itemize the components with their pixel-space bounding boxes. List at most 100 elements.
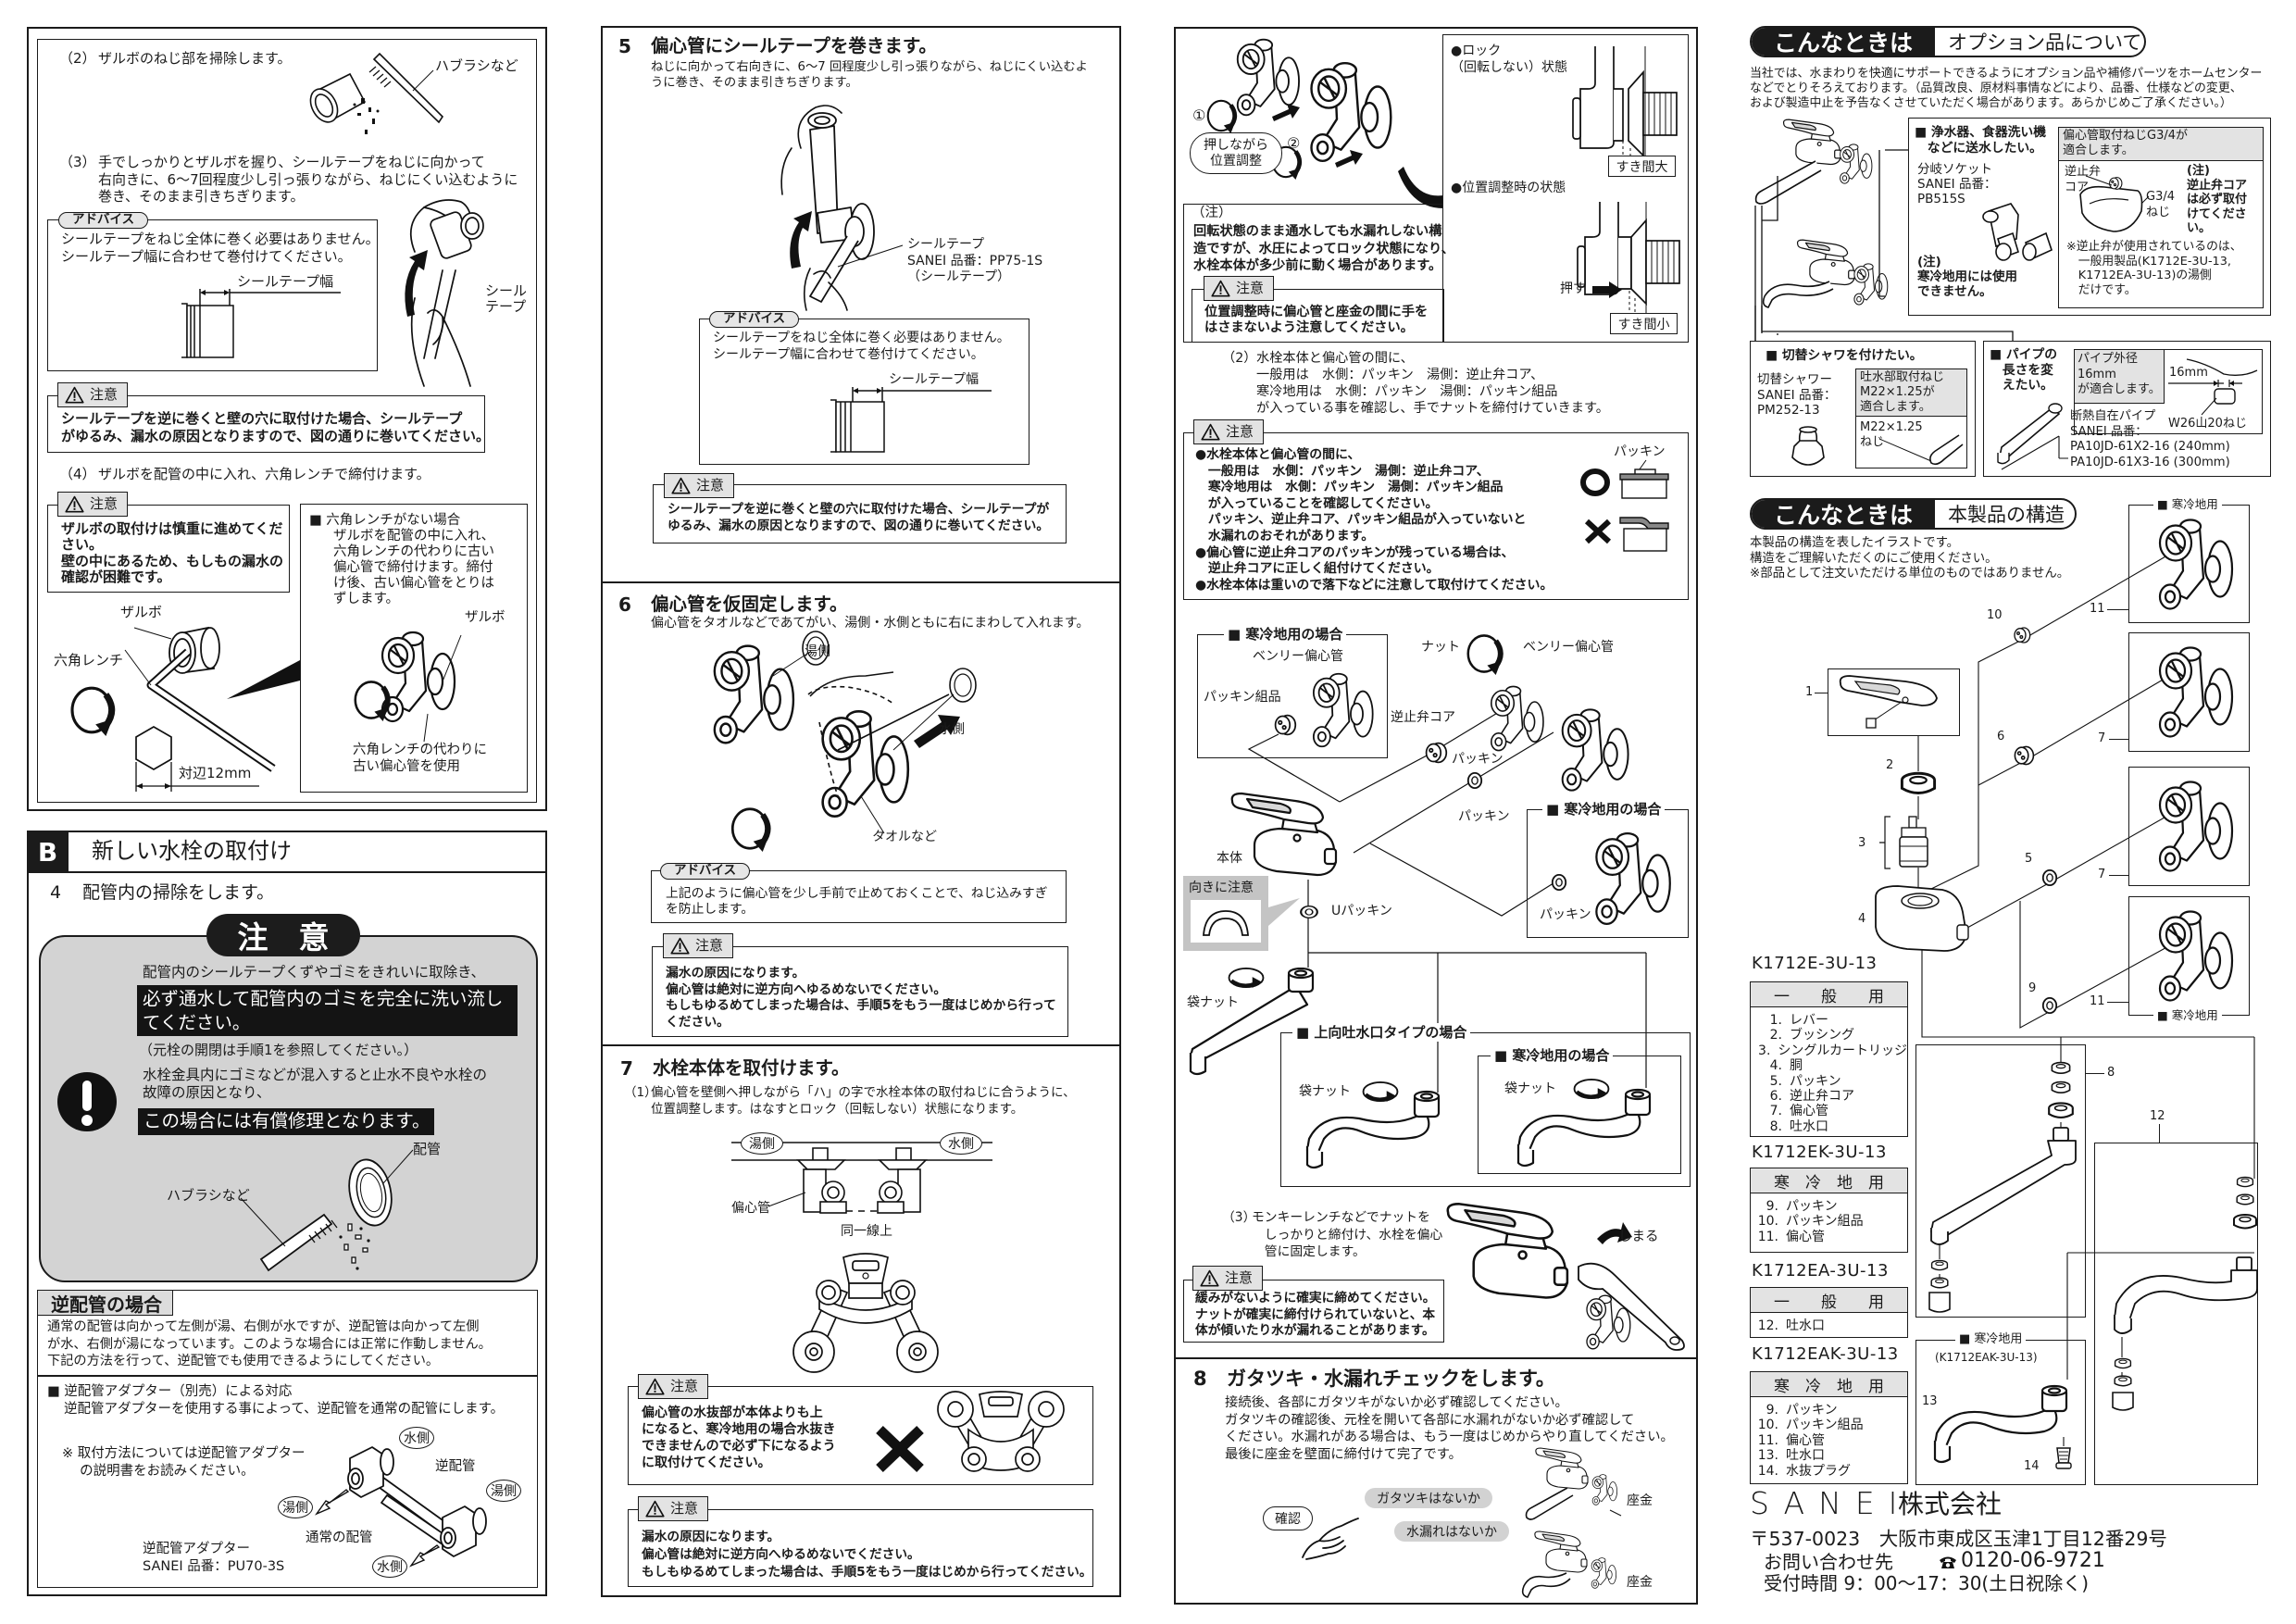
faucet-upward-spout-illustration — [1762, 239, 1896, 308]
caution-line-1: 配管内のシールテープくずやゴミをきれいに取除き、 — [143, 964, 485, 981]
washer-label-a: 座金 — [1627, 1493, 1653, 1508]
part-number: 6. — [1769, 1089, 1782, 1105]
callout-6: 6 — [1997, 730, 2005, 743]
warning-triangle-icon — [1200, 1269, 1219, 1287]
callout-5: 5 — [2025, 852, 2033, 866]
step-7-number: 7 — [620, 1057, 633, 1080]
part-name: 胴 — [1790, 1058, 1803, 1074]
across-flats-label: 対辺12mm — [179, 765, 252, 781]
section-b-badge: B — [27, 831, 69, 873]
rotation-arrow-icon — [732, 809, 768, 852]
caution-text-tighten: 緩みがないように確実に締めてください。 ナットが確実に締付けられていないと、本 … — [1195, 1291, 1436, 1338]
step-8-title: ガタツキ・水漏れチェックをします。 — [1227, 1368, 1555, 1390]
label-water-side-bottom: 水側 — [372, 1555, 407, 1578]
options-header-light: オプション品について — [1948, 31, 2142, 54]
upward-spout-case-box — [1280, 1032, 1691, 1187]
company-logo-text: SANEI — [1750, 1485, 1912, 1521]
label-water-side: 水側 — [940, 1132, 982, 1155]
step-5-title: 偏心管にシールテープを巻きます。 — [651, 35, 937, 56]
part-number: 2. — [1769, 1028, 1782, 1043]
warning-triangle-icon — [65, 386, 84, 404]
substep-3-text: 手でしっかりとザルボを握り、シールテープをねじに向かって 右向きに、6～7回程度… — [98, 154, 518, 205]
parts-table-type: 一 般 用 — [1751, 1288, 1907, 1313]
part-name: シングルカートリッジ — [1778, 1043, 1907, 1058]
lock-state-box — [1442, 34, 1689, 343]
caution-label: 注意 — [57, 492, 129, 517]
faucet-check-upward-illustration — [1521, 1530, 1620, 1598]
upward-spout-illustration — [1296, 1085, 1454, 1178]
caution-text-no-loosening: 漏水の原因になります。 偏心管は絶対に逆方向へゆるめないでください。 もしもゆる… — [666, 966, 1056, 1031]
warning-triangle-icon — [645, 1500, 665, 1518]
advice-box — [651, 870, 1067, 923]
adjusting-state-cross-section — [1577, 202, 1680, 313]
parts-list-item: 3.シングルカートリッジ — [1758, 1043, 1907, 1058]
step-6-title: 偏心管を仮固定します。 — [651, 593, 848, 615]
cold-region-spout-model: (K1712EAK-3U-13) — [1935, 1351, 2038, 1364]
parts-table-cold-region: 寒 冷 地 用 9.パッキン 10.パッキン組品 11.偏心管 — [1750, 1168, 1908, 1253]
gap-large-box: すき間大 — [1608, 156, 1676, 177]
cold-region-case-title-1: ■ 寒冷地用の場合 — [1224, 625, 1347, 643]
callout-7: 7 — [2098, 731, 2106, 745]
brush-illustration — [240, 1197, 370, 1272]
parts-list: 9.パッキン 10.パッキン組品 11.偏心管 13.吐水口 14.水抜プラグ — [1751, 1397, 1907, 1479]
callout-9: 9 — [2028, 981, 2037, 995]
caution-label-text: 注意 — [670, 1378, 699, 1394]
label-water-side: 水側 — [939, 722, 965, 737]
callout-leader — [2086, 1073, 2104, 1074]
option-shower-box — [1750, 341, 1976, 477]
reverse-piping-box — [37, 1290, 538, 1588]
substep-3-number: （3） — [1222, 1210, 1256, 1225]
callout-4: 4 — [1858, 912, 1866, 926]
part-name: 吐水口 — [1786, 1318, 1825, 1333]
label-bag-nut-c: 袋ナット — [1504, 1081, 1556, 1096]
shower-head-illustration — [1791, 426, 1825, 466]
purifier-spec-header-text: 偏心管取付ねじG3/4が 適合します。 — [2063, 129, 2188, 157]
lock-state-title: ●ロック — [1451, 44, 1502, 58]
label-towel: タオルなど — [872, 830, 937, 844]
label-hot-side-left: 湯側 — [278, 1496, 313, 1518]
connector-wedge — [227, 660, 300, 699]
wrong-mark-cross-icon — [1584, 518, 1612, 544]
caution-box-pinch — [1192, 289, 1444, 343]
purifier-title: ■ 浄水器、食器洗い機 などに送水したい。 — [1915, 125, 2047, 156]
cold-region-case-title-3: ■ 寒冷地用の場合 — [1491, 1046, 1614, 1065]
caution-label-text: 注意 — [695, 937, 724, 954]
caution-label-text: 注意 — [1226, 423, 1254, 440]
callout-leader — [2109, 875, 2128, 876]
hand-wrapping-eccentric-pipe-illustration — [780, 105, 904, 311]
structure-description: 本製品の構造を表したイラストです。 構造をご理解いただくのにご使用ください。 ※… — [1750, 536, 2070, 581]
parts-table-type: 一 般 用 — [1751, 982, 1907, 1007]
substep-2-text: 水栓本体と偏心管の間に、 一般用は 水側：パッキン 湯側：逆止弁コア、 寒冷地用… — [1256, 351, 1609, 416]
no-hex-wrench-text: ザルボを配管の中に入れ、 六角レンチの代わりに古い 偏心管で締付けます。締付 け… — [333, 529, 495, 606]
cold-region-spout-label: ■ 寒冷地用 — [1955, 1331, 2027, 1347]
reverse-piping-divider — [37, 1375, 538, 1377]
column-3-frame — [1174, 27, 1698, 1605]
step-6-number: 6 — [618, 593, 631, 616]
part-number: 5. — [1769, 1073, 1782, 1089]
callout-leader — [2109, 739, 2128, 740]
no-hex-wrench-caption: 六角レンチの代わりに 古い偏心管を使用 — [353, 743, 487, 774]
check-valve-core-illustration — [1424, 741, 1448, 765]
callout-2: 2 — [1886, 758, 1894, 772]
caution-label: 注意 — [1193, 419, 1265, 444]
parts-list-item: 13.吐水口 — [1754, 1448, 1907, 1463]
part-number: 9. — [1766, 1199, 1778, 1214]
parts-list: 12.吐水口 — [1751, 1313, 1907, 1333]
callout-leader — [2107, 1002, 2128, 1003]
reverse-adapter-note: ※ 取付方法については逆配管アダプター の説明書をお読みください。 — [62, 1446, 306, 1479]
warning-triangle-icon — [65, 495, 84, 513]
packing-set-part-illustration — [2013, 626, 2031, 644]
spout-end-thread-illustration — [1878, 434, 1964, 466]
advice-box — [699, 319, 1029, 465]
part-name: 吐水口 — [1786, 1448, 1825, 1464]
pipe-diameter-diagram — [2168, 358, 2258, 416]
part-name: 偏心管 — [1786, 1432, 1825, 1448]
label-packing-b: パッキン — [1458, 809, 1510, 824]
parts-list-item: 4.胴 — [1758, 1058, 1907, 1073]
gap-small-box: すき間小 — [1610, 313, 1678, 334]
label-packing-c: パッキン — [1540, 907, 1591, 922]
caution-label: 注意 — [1192, 1266, 1264, 1291]
bag-nut-rotation-icon — [1227, 965, 1266, 991]
lock-state-subtitle: （回転しない）状態 — [1451, 60, 1567, 75]
caution-highlight-paid-repair: この場合には有償修理となります。 — [138, 1108, 434, 1135]
